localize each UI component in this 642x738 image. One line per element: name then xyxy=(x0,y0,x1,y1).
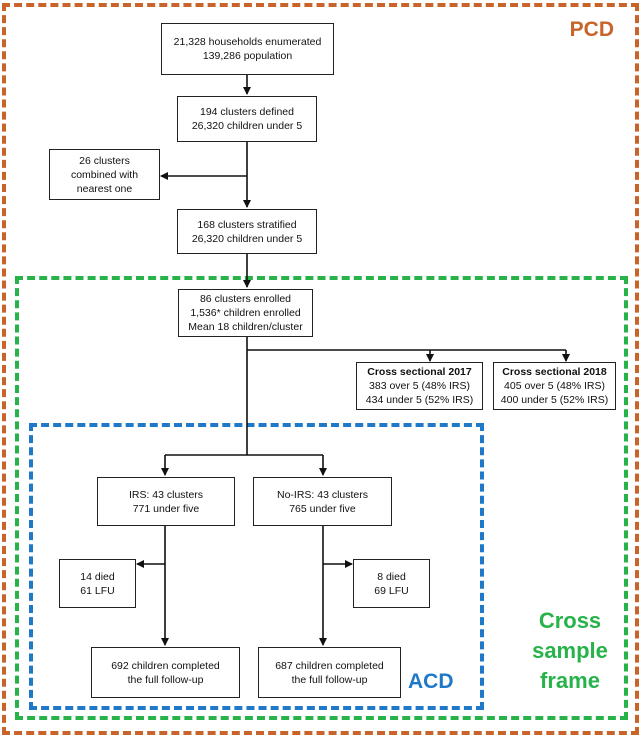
box-title: Cross sectional 2017 xyxy=(367,366,472,378)
box-line: combined with xyxy=(70,168,139,181)
box-line: Mean 18 children/cluster xyxy=(188,321,303,333)
cross-sectional-2018-box: Cross sectional 2018 405 over 5 (48% IRS… xyxy=(493,362,616,410)
box-line: the full follow-up xyxy=(291,673,368,686)
box-line: IRS: 43 clusters xyxy=(128,488,204,501)
clusters-stratified-box: 168 clusters stratified 26,320 children … xyxy=(177,209,317,254)
box-line: 26 clusters xyxy=(79,154,130,167)
acd-frame xyxy=(29,423,484,710)
combined-clusters-box: 26 clusters combined with nearest one xyxy=(49,149,160,200)
households-box: 21,328 households enumerated 139,286 pop… xyxy=(161,23,334,75)
box-line: 69 LFU xyxy=(374,584,409,597)
pcd-frame xyxy=(2,3,639,735)
cross-sample-frame-label: Cross sample frame xyxy=(520,606,620,696)
pcd-label: PCD xyxy=(569,18,614,41)
cross-label-line-3: frame xyxy=(540,668,600,693)
cross-sample-frame xyxy=(15,276,628,720)
box-line: nearest one xyxy=(76,182,133,195)
no-irs-completed-box: 687 children completed the full follow-u… xyxy=(258,647,401,698)
box-line: 168 clusters stratified xyxy=(197,218,297,231)
box-line: 26,320 children under 5 xyxy=(191,120,303,132)
box-line: 405 over 5 (48% IRS) xyxy=(504,380,605,392)
box-line: 687 children completed xyxy=(275,659,384,672)
cross-label-line-2: sample xyxy=(532,638,608,663)
box-line: the full follow-up xyxy=(127,673,204,686)
box-line: 692 children completed xyxy=(111,659,220,672)
cross-label-line-1: Cross xyxy=(538,608,602,633)
box-line: 194 clusters defined xyxy=(200,106,294,118)
box-line: 61 LFU xyxy=(80,584,115,597)
box-line: 8 died xyxy=(377,570,406,583)
box-line: 21,328 households enumerated xyxy=(173,36,322,48)
box-line: 400 under 5 (52% IRS) xyxy=(500,394,609,406)
irs-completed-box: 692 children completed the full follow-u… xyxy=(91,647,240,698)
box-line: 771 under five xyxy=(132,502,200,515)
clusters-defined-box: 194 clusters defined 26,320 children und… xyxy=(177,96,317,142)
no-irs-arm-box: No-IRS: 43 clusters 765 under five xyxy=(253,477,392,526)
box-line: 434 under 5 (52% IRS) xyxy=(365,394,474,406)
acd-label: ACD xyxy=(408,670,454,693)
clusters-enrolled-box: 86 clusters enrolled 1,536* children enr… xyxy=(178,289,313,337)
box-line: 14 died xyxy=(80,570,115,583)
box-line: 139,286 population xyxy=(202,50,293,62)
box-line: 26,320 children under 5 xyxy=(191,232,303,245)
irs-arm-box: IRS: 43 clusters 771 under five xyxy=(97,477,235,526)
box-line: No-IRS: 43 clusters xyxy=(276,488,369,501)
box-line: 383 over 5 (48% IRS) xyxy=(369,380,470,392)
box-line: 1,536* children enrolled xyxy=(190,307,301,319)
irs-loss-box: 14 died 61 LFU xyxy=(59,559,136,608)
cross-sectional-2017-box: Cross sectional 2017 383 over 5 (48% IRS… xyxy=(356,362,483,410)
box-line: 765 under five xyxy=(289,502,356,515)
no-irs-loss-box: 8 died 69 LFU xyxy=(353,559,430,608)
box-title: Cross sectional 2018 xyxy=(502,366,607,378)
box-line: 86 clusters enrolled xyxy=(199,293,292,305)
